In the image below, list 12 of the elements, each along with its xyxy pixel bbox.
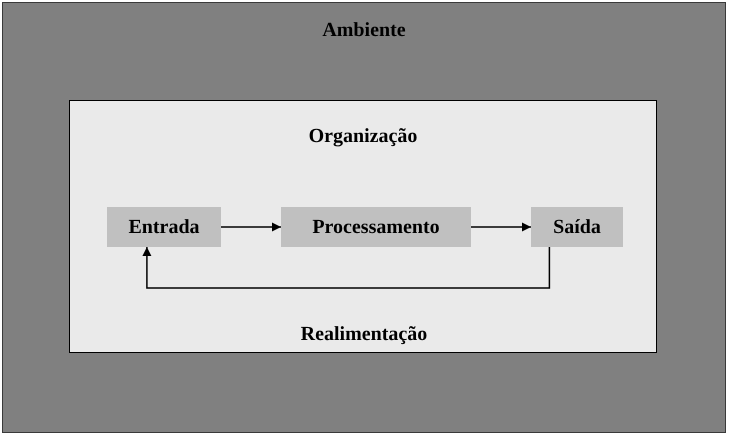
arrow <box>142 247 550 289</box>
step-label: Entrada <box>128 216 200 238</box>
process-box <box>531 207 623 247</box>
step-label: Processamento <box>312 216 440 238</box>
step-label: Saída <box>553 216 601 238</box>
process-box <box>281 207 471 247</box>
arrow <box>221 222 281 232</box>
process-box <box>107 207 221 247</box>
arrow <box>471 222 531 232</box>
organization-panel <box>69 100 657 353</box>
panel-title: Organização <box>308 125 418 148</box>
panel-title: Ambiente <box>322 19 406 42</box>
